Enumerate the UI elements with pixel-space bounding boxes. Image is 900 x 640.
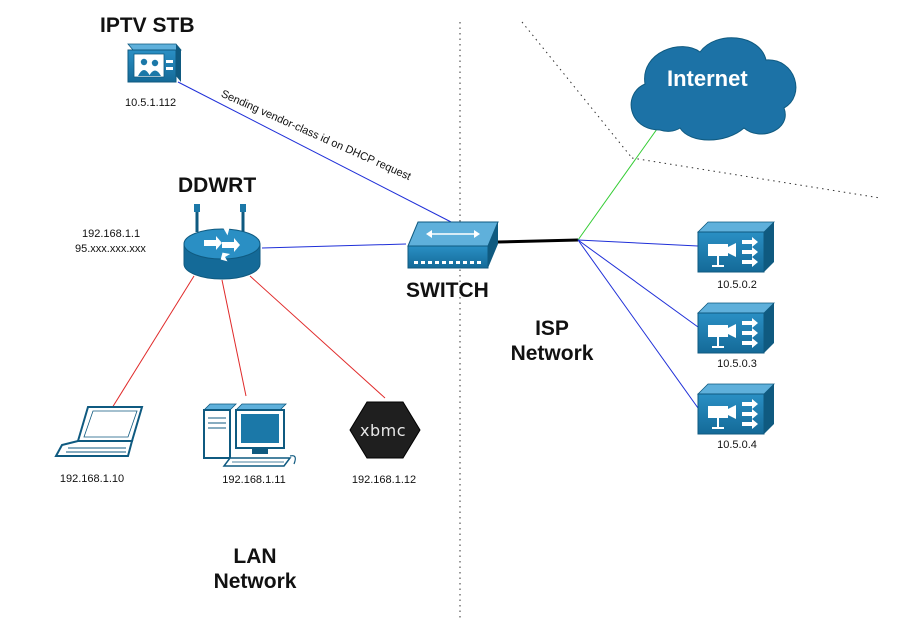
ddwrt-ip-lan: 192.168.1.1 [82, 228, 141, 240]
zone-isp-label: ISP Network [511, 316, 594, 366]
edge-isp-cam1 [577, 239, 699, 247]
video-server-icon [697, 383, 775, 435]
laptop-ip: 192.168.1.10 [59, 473, 125, 485]
xbmc-media-center-icon [349, 401, 421, 459]
switch-icon [407, 221, 499, 269]
edge-ddwrt-xbmc [249, 275, 386, 399]
zone-lan-line1: LAN [233, 545, 277, 568]
xbmc-ip: 192.168.1.12 [351, 474, 417, 486]
zone-isp-line1: ISP [535, 317, 569, 340]
edge-ddwrt-laptop [111, 275, 195, 409]
zone-isp-line2: Network [510, 342, 594, 365]
video-server-icon [697, 302, 775, 354]
edge-switch-isp-trunk [497, 238, 579, 244]
router-icon [183, 204, 261, 280]
cam3-ip: 10.5.0.4 [717, 439, 757, 451]
desktop-computer-icon [203, 403, 296, 467]
cam2-ip: 10.5.0.3 [717, 358, 757, 370]
edge-isp-internet [577, 121, 663, 241]
ddwrt-title: DDWRT [178, 174, 257, 197]
zone-divider-internet-horizontal [631, 157, 881, 199]
xbmc-logo-text: xbmc [360, 421, 407, 440]
edge-ddwrt-desktop [221, 279, 247, 397]
edge-isp-cam2 [577, 239, 699, 328]
cam1-ip: 10.5.0.2 [717, 279, 757, 291]
laptop-icon [54, 406, 144, 457]
tv-stb-icon [127, 43, 182, 83]
internet-cloud-icon [630, 37, 797, 141]
zone-divider-internet-diagonal [521, 21, 633, 159]
edge-isp-cam3 [577, 239, 699, 409]
iptv-title: IPTV STB [100, 14, 195, 37]
edge-iptv-switch [177, 81, 456, 225]
zone-lan-line2: Network [213, 570, 297, 593]
iptv-ip: 10.5.1.112 [125, 97, 177, 109]
switch-title: SWITCH [406, 279, 489, 302]
zone-lan-label: LAN Network [214, 544, 297, 594]
internet-label: Internet [667, 66, 748, 91]
desktop-ip: 192.168.1.11 [222, 474, 286, 486]
video-server-icon [697, 221, 775, 273]
ddwrt-ip-wan: 95.xxx.xxx.xxx [75, 243, 146, 255]
edge-ddwrt-switch [261, 243, 407, 249]
